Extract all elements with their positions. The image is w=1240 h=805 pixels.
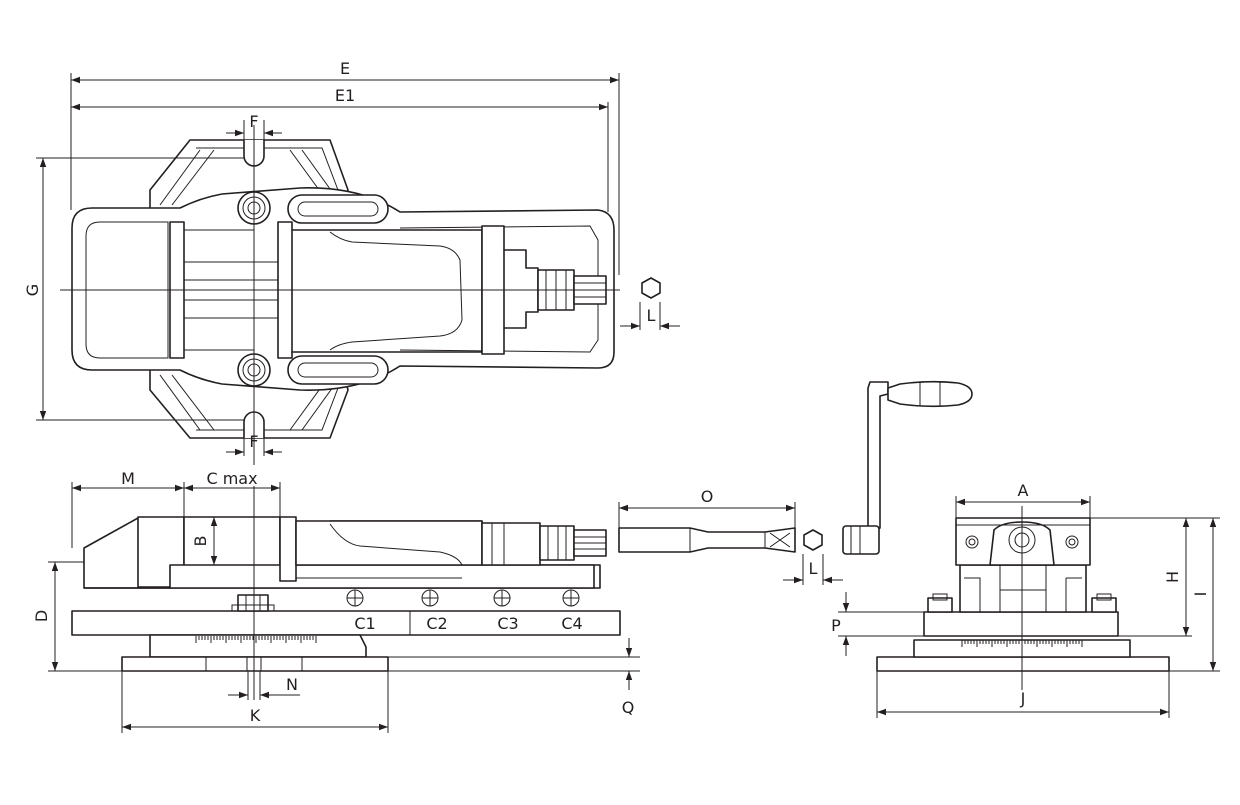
label-D: D	[32, 610, 51, 622]
hex-symbol	[641, 277, 661, 299]
label-L-mid: L	[809, 559, 818, 578]
label-C4: C4	[561, 614, 582, 633]
end-view: A H I P J	[831, 481, 1220, 718]
base-plate	[71, 610, 621, 636]
label-E: E	[340, 59, 350, 78]
label-N: N	[286, 675, 298, 694]
label-A: A	[1018, 481, 1029, 500]
hex-symbol-mid	[803, 529, 823, 551]
top-view: E E1 F F G L	[23, 59, 680, 465]
label-L-top: L	[647, 306, 656, 325]
label-C3: C3	[497, 614, 518, 633]
label-F-bottom: F	[249, 432, 258, 451]
label-C1: C1	[354, 614, 375, 633]
c-holes	[346, 589, 580, 607]
label-B: B	[191, 536, 210, 547]
label-I: I	[1191, 592, 1210, 597]
label-P: P	[831, 616, 841, 635]
label-C2: C2	[426, 614, 447, 633]
end-scale-ticks	[961, 640, 1083, 647]
crank-socket	[842, 525, 880, 555]
label-E1: E1	[335, 86, 355, 105]
label-H: H	[1163, 571, 1182, 583]
label-F-top: F	[249, 112, 258, 131]
extension-bar	[618, 527, 796, 553]
label-J: J	[1020, 689, 1026, 708]
scale-ticks	[195, 636, 317, 643]
side-view: M C max B D C1 C2 C3 C4 N K Q	[32, 469, 640, 733]
label-C-max: C max	[206, 469, 257, 488]
label-K: K	[250, 706, 261, 725]
foot-plate	[121, 656, 389, 672]
label-M: M	[121, 469, 135, 488]
crank-arm	[867, 381, 889, 533]
crank-grip	[887, 380, 973, 408]
label-Q: Q	[622, 698, 635, 717]
label-O: O	[701, 487, 714, 506]
label-G: G	[23, 284, 42, 296]
accessories: L O	[618, 380, 973, 585]
